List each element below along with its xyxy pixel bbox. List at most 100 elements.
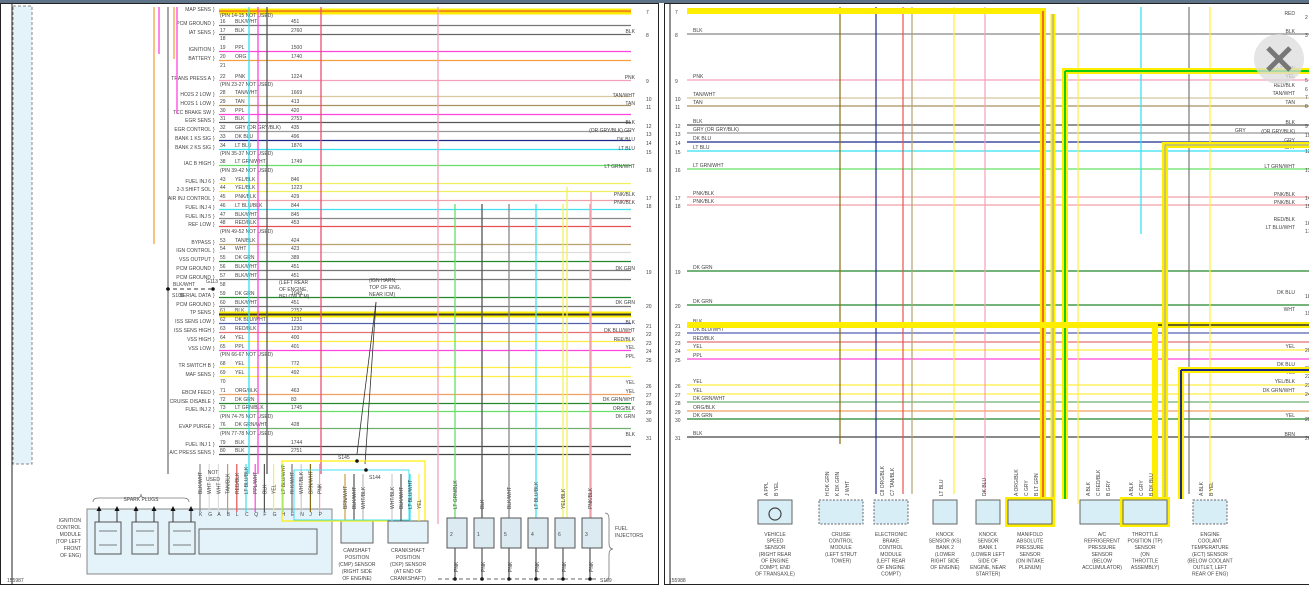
wire-ref-number: 7	[1305, 95, 1308, 101]
wire-ref-number: 17	[646, 196, 652, 202]
pin-function-label: TRANS PRESS A	[171, 76, 211, 82]
wire-ref-number: 18	[646, 204, 652, 210]
icm-pin-letter: L	[236, 512, 239, 518]
pin-number: 31	[220, 116, 226, 122]
wire-ref-number: 23	[675, 341, 681, 347]
pin-number: 63	[220, 326, 226, 332]
component-title-ect: (ECT) SENSOR	[1192, 552, 1228, 558]
wire-color-label: BLK/WHT	[235, 212, 257, 218]
crankshaft-position-sensor	[387, 520, 429, 544]
wire-ref-number: 23	[1305, 383, 1309, 389]
component-title-ks2: OF ENGINE)	[930, 565, 960, 571]
pin-number: 18	[220, 36, 226, 42]
icm-pin-wire-label: RED/BLK	[235, 472, 241, 494]
component-title-ac: SENSOR	[1091, 552, 1113, 558]
component-map	[1007, 499, 1053, 525]
circuit-number: 400	[291, 335, 300, 341]
wire-label-right: TAN/WHT	[1273, 91, 1295, 97]
pin-number: 69	[220, 370, 226, 376]
highlight-trace	[1062, 68, 1309, 499]
wire-label-right: DK BLU/WHT	[604, 328, 635, 334]
wire-ref-number: 25	[675, 358, 681, 364]
component-pin-label: C7 TAN/BLK	[890, 467, 896, 496]
ckp-wire-label: LT BLU/WHT	[408, 480, 414, 509]
pin-function-label: IAC B HIGH	[184, 161, 211, 167]
wire-color-label: PPL	[235, 344, 245, 350]
wire-color-label: TAN/WHT	[235, 90, 257, 96]
component-title-cruise: CONTROL	[829, 539, 854, 545]
pin-function-label: SERIAL DATA	[179, 293, 211, 299]
component-title-tp: SENSOR	[1134, 545, 1156, 551]
component-title-ac: A/C	[1098, 532, 1107, 538]
pin-bracket: }	[213, 248, 215, 254]
wire-color-label: WHT	[235, 246, 246, 252]
wire-label-left: PNK/BLK	[693, 191, 715, 197]
component-title-ect: OUTLET, LEFT	[1193, 565, 1227, 571]
icm-pin-letter: P	[319, 512, 323, 518]
wire-ref-number: 22	[646, 332, 652, 338]
icm-pin-wire-label: BLK/WHT	[198, 472, 204, 494]
wire-label-right: RED/BLK	[614, 337, 636, 343]
close-icon	[1266, 46, 1292, 72]
splice-label-s108: S108	[172, 293, 184, 299]
ckp-title: CRANKSHAFT	[391, 548, 425, 554]
wire-ref-number: 8	[646, 33, 649, 39]
icm-pin-letter: C	[245, 512, 249, 518]
wire-ref-number: 7	[646, 10, 649, 16]
injector-feed-label: PNK	[508, 561, 514, 572]
component-title-ect: COOLANT	[1198, 539, 1222, 545]
icm-title: IGNITION	[59, 518, 82, 524]
circuit-number: 463	[291, 388, 300, 394]
wire-label-right: (OR GRY/BLK) GRY	[589, 128, 636, 134]
wire-label-right: ORG/BLK	[613, 406, 636, 412]
wire-ref-number: 19	[1305, 311, 1309, 317]
pin-number: 30	[220, 108, 226, 114]
pin-bracket: }	[213, 101, 215, 107]
splice-s144	[364, 468, 368, 472]
wire-ref-number: 16	[1305, 221, 1309, 227]
component-title-map: PRESSURE	[1016, 545, 1044, 551]
pin-function-label: REF LOW	[188, 222, 211, 228]
pin-bracket: }	[213, 257, 215, 263]
wire-label-right: TAN	[1285, 100, 1295, 106]
harness-location: TOP OF ENG,	[369, 285, 401, 291]
pin-function-label: FUEL INJ 1	[185, 442, 211, 448]
wire-label-right: BLK	[1286, 120, 1296, 126]
spark-plugs-label: SPARK PLUGS	[124, 497, 160, 503]
wire-ref-number: 6	[1305, 87, 1308, 93]
harness-location: NEAR ICM)	[369, 292, 395, 298]
close-button[interactable]	[1254, 34, 1304, 84]
wire-label-left: PNK	[693, 74, 704, 80]
component-title-ks2: (LOWER	[935, 552, 955, 558]
component-title-ks1: KNOCK	[979, 532, 997, 538]
pin-number: 72	[220, 397, 226, 403]
injector-splice	[588, 577, 592, 581]
pin-number: 62	[220, 317, 226, 323]
pin-number: 59	[220, 291, 226, 297]
component-pin-label: B YEL	[774, 482, 780, 496]
wire-label-left: RED/BLK	[693, 336, 715, 342]
pin-bracket: }	[213, 92, 215, 98]
component-pin-label: C8 ORG/BLK	[880, 465, 886, 496]
component-pin-label: DK BLU	[982, 478, 988, 496]
pin-bracket: }	[213, 319, 215, 325]
pin-number: 61	[220, 308, 226, 314]
circuit-number: 1049	[291, 291, 302, 297]
spark-plug-arrow-icon	[114, 506, 120, 511]
wire-label-right: YEL/BLK	[1275, 379, 1296, 385]
wire-ref-number: 9	[675, 79, 678, 85]
wire-color-label: BLK/WHT	[235, 264, 257, 270]
wire-label-right: PNK	[625, 75, 636, 81]
injector-feed-label: PNK	[535, 561, 541, 572]
spark-plug-arrow-icon	[151, 506, 157, 511]
wire-color-label: (PIN 49-52 NOT USED)	[220, 229, 273, 235]
spark-plug-arrow-icon	[96, 506, 102, 511]
component-title-cruise: (LEFT STRUT	[825, 552, 857, 558]
component-title-map: (ON INTAKE	[1016, 558, 1045, 564]
pin-number: 32	[220, 125, 226, 131]
wire-ref-number: 30	[646, 418, 652, 424]
pin-number: 58	[220, 282, 226, 288]
pin-function-label: EGR SENS	[185, 118, 212, 124]
splice-s145	[355, 459, 359, 463]
component-title-ebcm: ELECTRONIC	[875, 532, 908, 538]
